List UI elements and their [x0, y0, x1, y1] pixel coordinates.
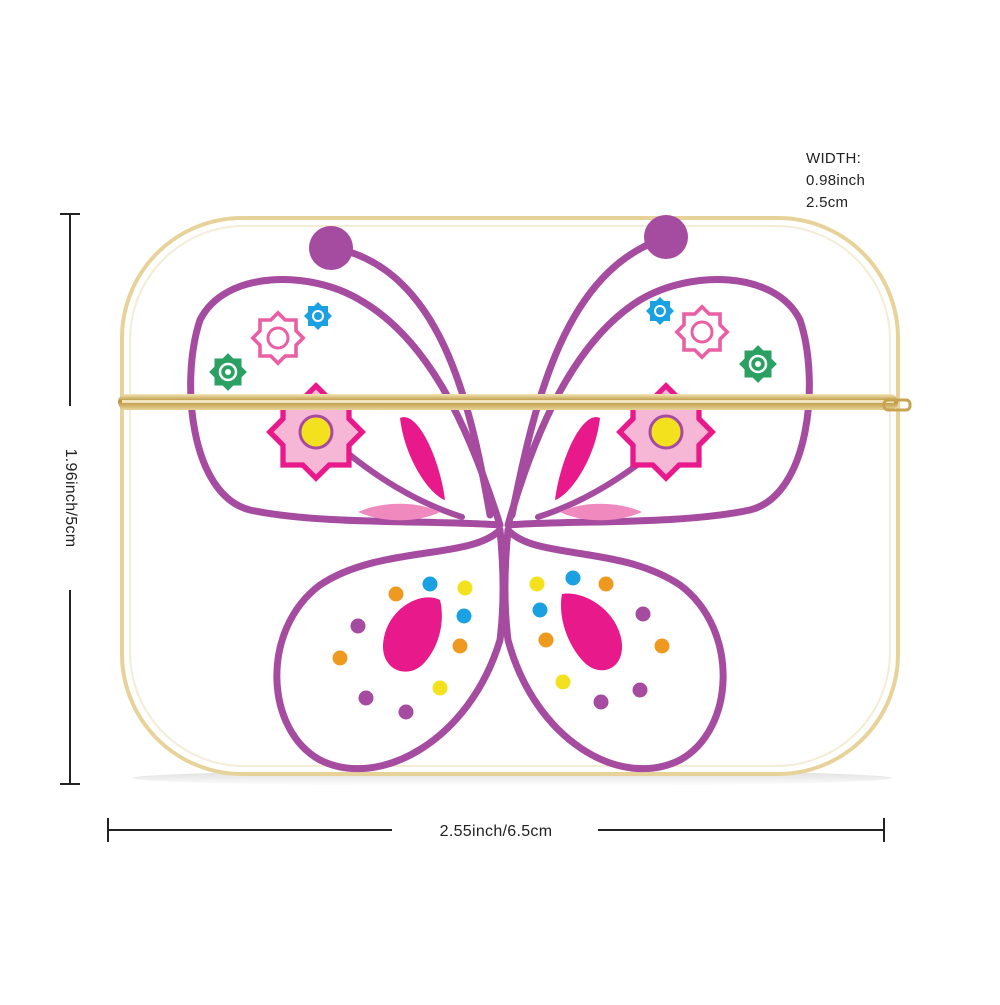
- antenna-tip-left: [309, 226, 353, 270]
- height-dimension-line: [60, 213, 80, 785]
- butterfly-graphic: [187, 215, 813, 773]
- lower-left-dots: [332, 576, 473, 720]
- butterfly-upper-wings: [187, 276, 813, 529]
- big-flower-left: [270, 386, 362, 478]
- upper-right-petal: [555, 417, 600, 500]
- small-flower-green-right: [739, 345, 777, 383]
- small-flower-blue-left: [304, 302, 332, 330]
- lower-left-teardrop: [382, 597, 442, 672]
- small-flower-blue-right: [646, 297, 674, 325]
- small-flower-pink-left: [251, 310, 306, 366]
- left-leaf: [358, 503, 440, 521]
- width-cm: 2.5cm: [806, 194, 849, 211]
- lower-right-dots: [529, 570, 670, 710]
- lower-right-teardrop: [560, 593, 623, 671]
- width-heading: WIDTH:: [806, 150, 862, 167]
- width-note: WIDTH: 0.98inch 2.5cm: [806, 148, 865, 214]
- right-leaf: [560, 503, 642, 521]
- small-flower-green-left: [209, 353, 247, 391]
- length-dimension-label: 2.55inch/6.5cm: [440, 823, 553, 840]
- hinge-highlight: [122, 400, 894, 403]
- width-inch: 0.98inch: [806, 172, 866, 189]
- big-flower-right: [620, 386, 712, 478]
- height-dimension-label: 1.96inch/5cm: [62, 449, 79, 548]
- butterfly-lower-wings: [273, 526, 727, 773]
- antenna-tip-right: [644, 215, 688, 259]
- case-inner-rim: [129, 225, 891, 767]
- length-dimension-line: [107, 818, 885, 842]
- keychain-ring: [882, 398, 912, 412]
- upper-left-petal: [400, 417, 445, 500]
- small-flower-pink-right: [674, 304, 730, 360]
